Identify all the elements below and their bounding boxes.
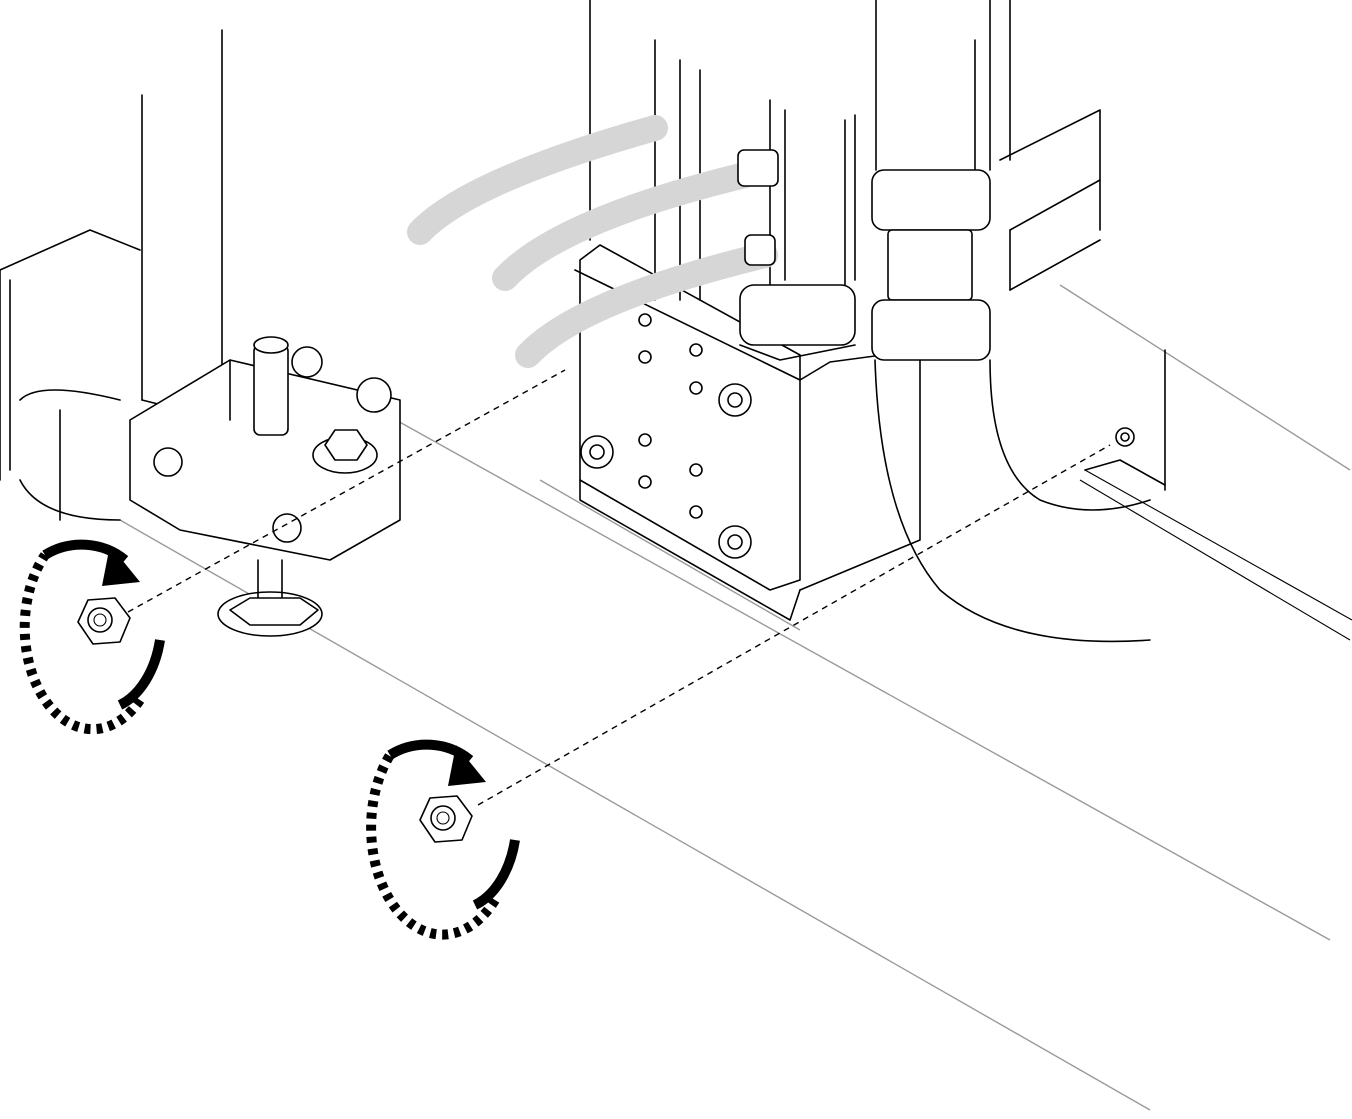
right-rotation-arrow-icon	[448, 745, 486, 786]
alignment-lines	[127, 369, 1111, 806]
plate-holes	[638, 313, 703, 519]
left-rack-column	[0, 29, 223, 521]
left-nut-assembly	[19, 539, 165, 735]
upper-columns	[589, 0, 1101, 301]
plate-bolts	[580, 383, 752, 559]
left-foot-bracket	[129, 336, 401, 637]
right-enclosure	[1084, 349, 1166, 491]
left-rotation-arrow-icon	[102, 545, 140, 586]
right-nut-assembly	[366, 739, 520, 940]
coupling-pipes	[739, 169, 1151, 643]
hoses	[407, 115, 779, 368]
